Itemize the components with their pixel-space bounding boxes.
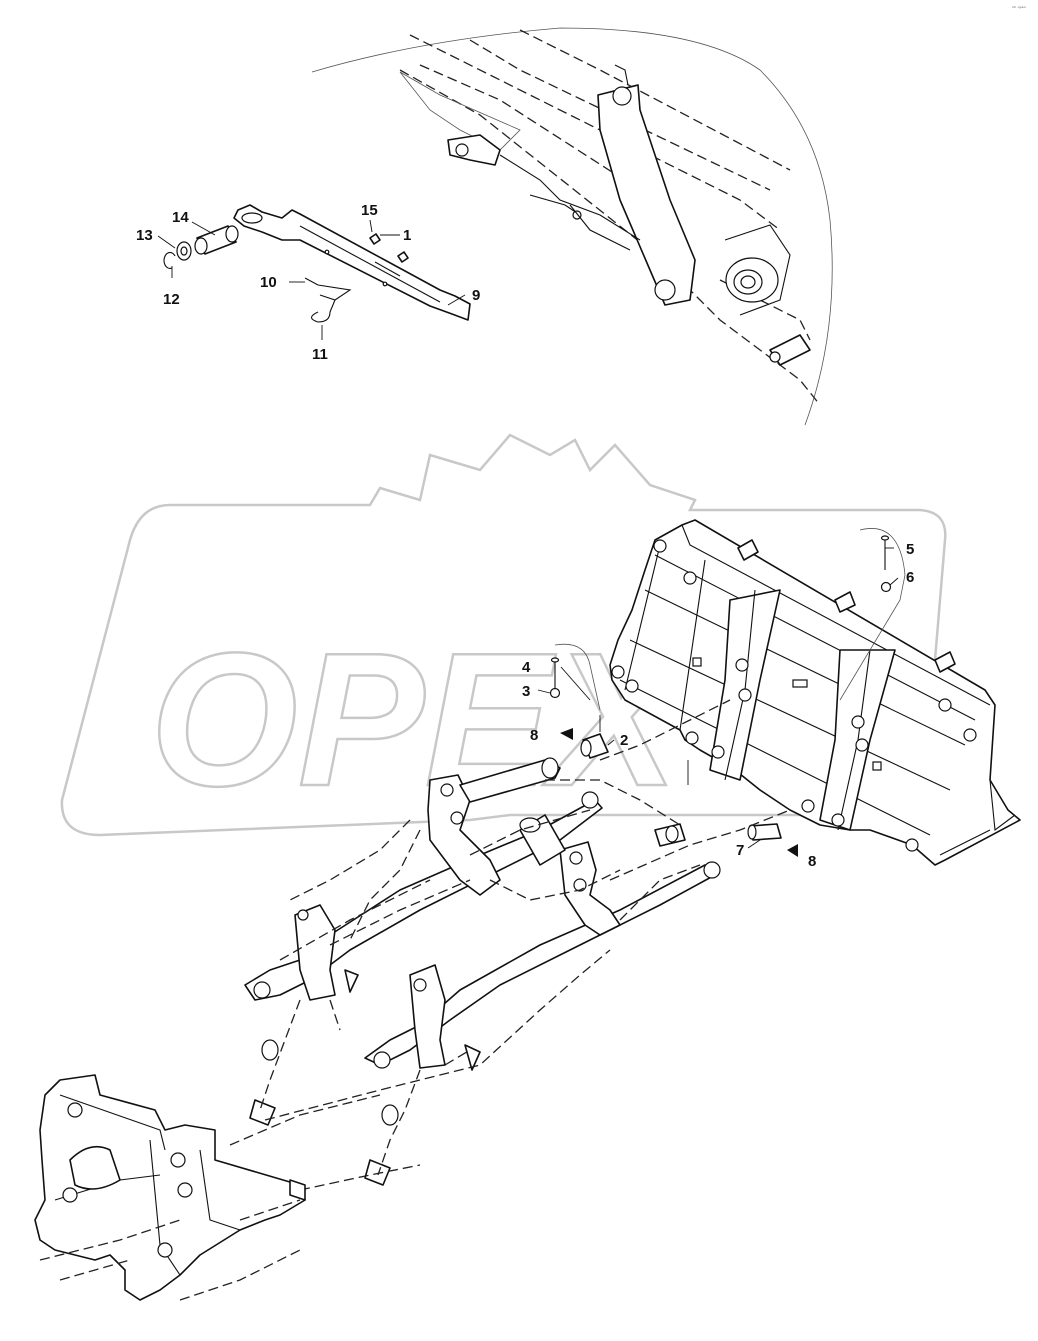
callout-labels: 1 2 3 4 5 6 7 8 8 9 10 11 12 13 14 15 xyxy=(136,202,914,870)
machine-frame-detail xyxy=(311,27,833,426)
callout-6: 6 xyxy=(906,569,914,586)
bolt-5 xyxy=(880,535,892,593)
latch-bar xyxy=(233,204,471,321)
retaining-pin xyxy=(304,277,352,301)
latch-assembly-exploded xyxy=(163,204,471,323)
cross-tube xyxy=(519,814,686,866)
corner-mark: ⁿʰ ᵒᵖᵉˣ xyxy=(1012,6,1026,12)
washer xyxy=(176,241,192,261)
callout-11: 11 xyxy=(312,346,328,363)
lift-arm xyxy=(597,84,696,306)
loader-arm-assembly xyxy=(229,699,791,1191)
grease-arrow-left xyxy=(560,728,573,740)
bucket xyxy=(609,519,1021,866)
callout-9: 9 xyxy=(472,287,480,304)
callout-1: 1 xyxy=(403,227,411,244)
callout-8-left: 8 xyxy=(530,727,538,744)
callout-14: 14 xyxy=(172,209,189,226)
callout-3: 3 xyxy=(522,683,530,700)
arm-pin xyxy=(612,86,632,106)
pin-bolt-4 xyxy=(549,657,561,699)
callout-5: 5 xyxy=(906,541,914,558)
pivot-bushing xyxy=(725,257,779,303)
lower-bracket-left xyxy=(294,904,336,1001)
callout-2: 2 xyxy=(620,732,628,749)
watermark-text: OPEX xyxy=(150,614,688,826)
callout-12: 12 xyxy=(163,291,180,308)
callout-7: 7 xyxy=(736,842,744,859)
bucket-pin-left xyxy=(580,733,609,759)
snap-ring xyxy=(163,251,176,269)
loader-mount-frame xyxy=(34,1074,306,1301)
bucket-pin-right xyxy=(747,823,782,841)
leader-lines xyxy=(157,219,906,849)
opex-watermark: OPEX xyxy=(60,433,947,837)
pivot-pin xyxy=(194,225,239,255)
callout-13: 13 xyxy=(136,227,153,244)
bucket-body xyxy=(609,519,1021,866)
bolt-15 xyxy=(369,233,381,245)
bellcrank-right xyxy=(559,841,621,936)
bushings xyxy=(249,969,481,1186)
callout-15: 15 xyxy=(361,202,378,219)
callout-4: 4 xyxy=(522,659,531,676)
callout-8-right: 8 xyxy=(808,853,816,870)
bolt-1 xyxy=(397,251,409,263)
installed-latch-bracket xyxy=(447,134,501,166)
grease-arrow-right xyxy=(787,844,798,857)
lynch-pin xyxy=(310,299,336,323)
callout-10: 10 xyxy=(260,274,277,291)
